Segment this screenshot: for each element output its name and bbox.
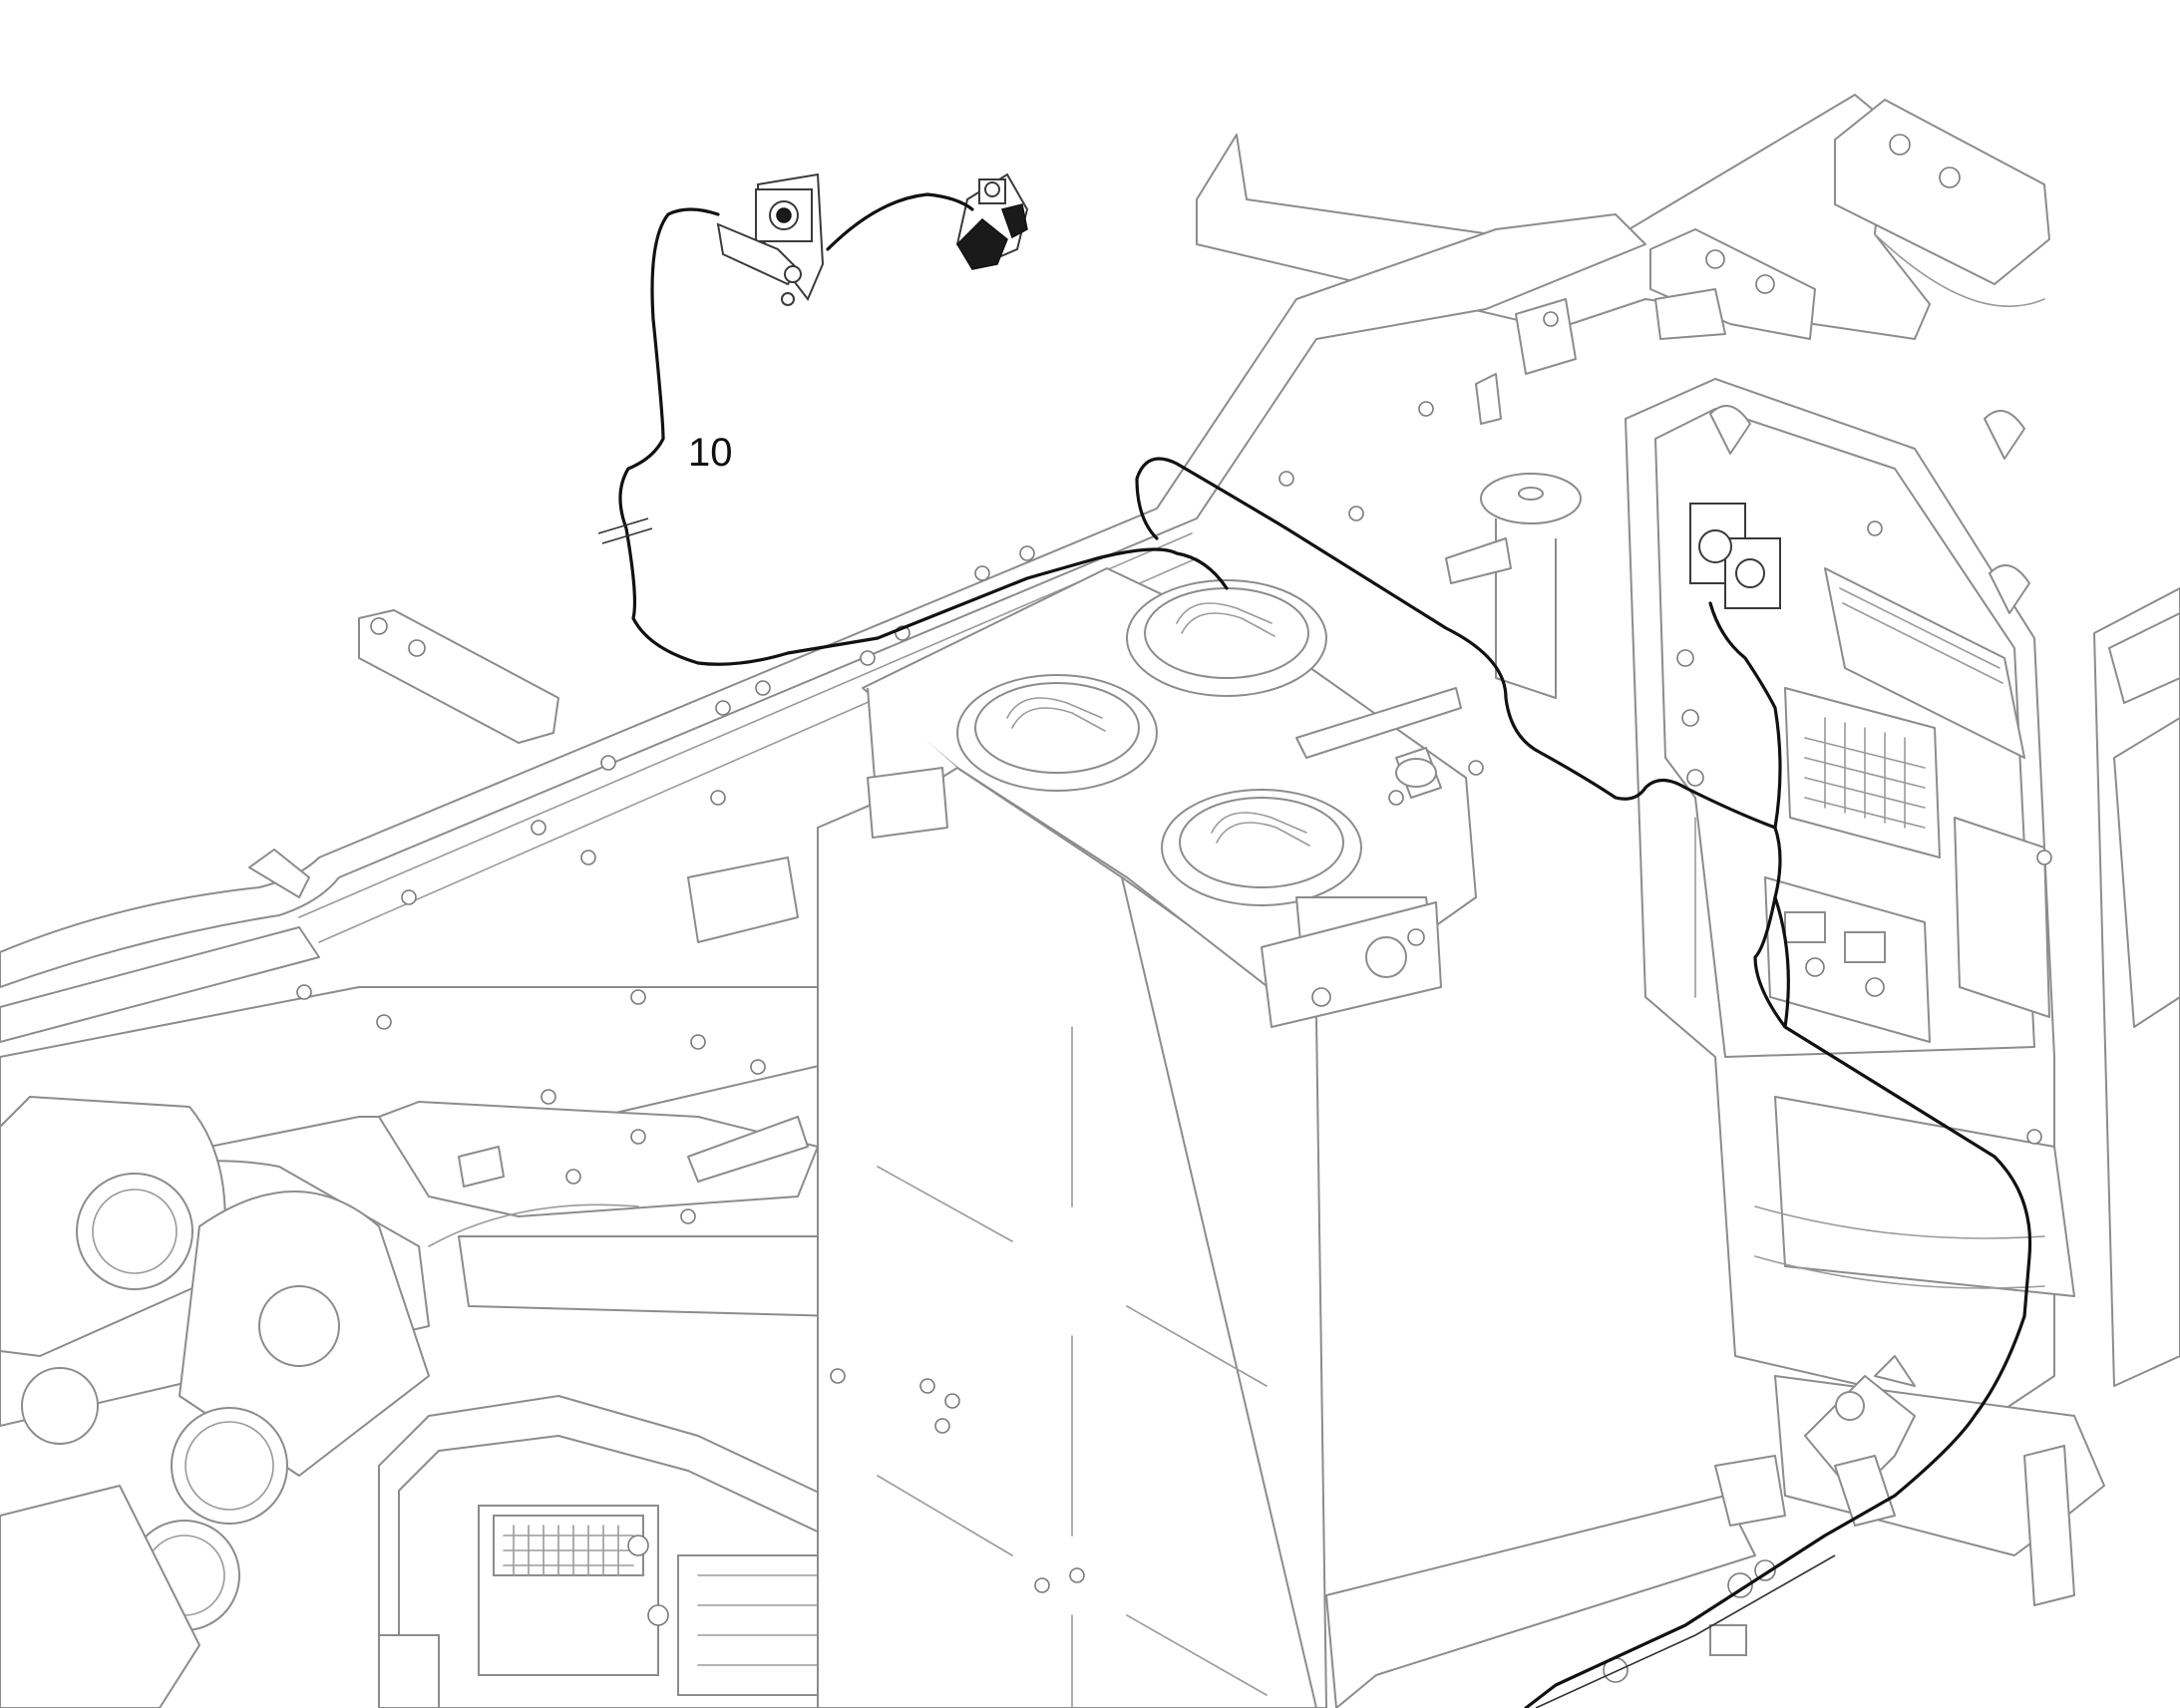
callout-label-10: 10 — [688, 431, 733, 475]
mount-post — [1445, 473, 1582, 699]
far-right-frame — [1754, 587, 2180, 1606]
cabinet-switch-block — [1689, 503, 1781, 609]
cabinet-circuit-board-2 — [1764, 876, 1931, 1043]
lower-right-boom — [1325, 1355, 1916, 1708]
lower-frame — [0, 856, 859, 1708]
harness-connector — [955, 172, 1029, 270]
terminal-strip — [503, 1525, 634, 1576]
harness-item-10 — [597, 192, 2032, 1708]
frame-bolts — [296, 311, 2052, 1593]
filler-cap-3 — [1161, 789, 1362, 906]
cabinet-circuit-board-1 — [1784, 687, 1941, 858]
left-rear-beam — [358, 609, 559, 744]
harness-relay-bracket — [716, 172, 825, 306]
filler-cap-1 — [1126, 579, 1327, 697]
hydraulic-fitting — [1804, 1355, 1916, 1527]
filler-cap-2 — [956, 674, 1158, 792]
tank-top — [862, 567, 1477, 1028]
tank-body — [817, 717, 1327, 1708]
cable-clamps — [1603, 1559, 1776, 1683]
lower-control-box — [378, 1395, 976, 1708]
